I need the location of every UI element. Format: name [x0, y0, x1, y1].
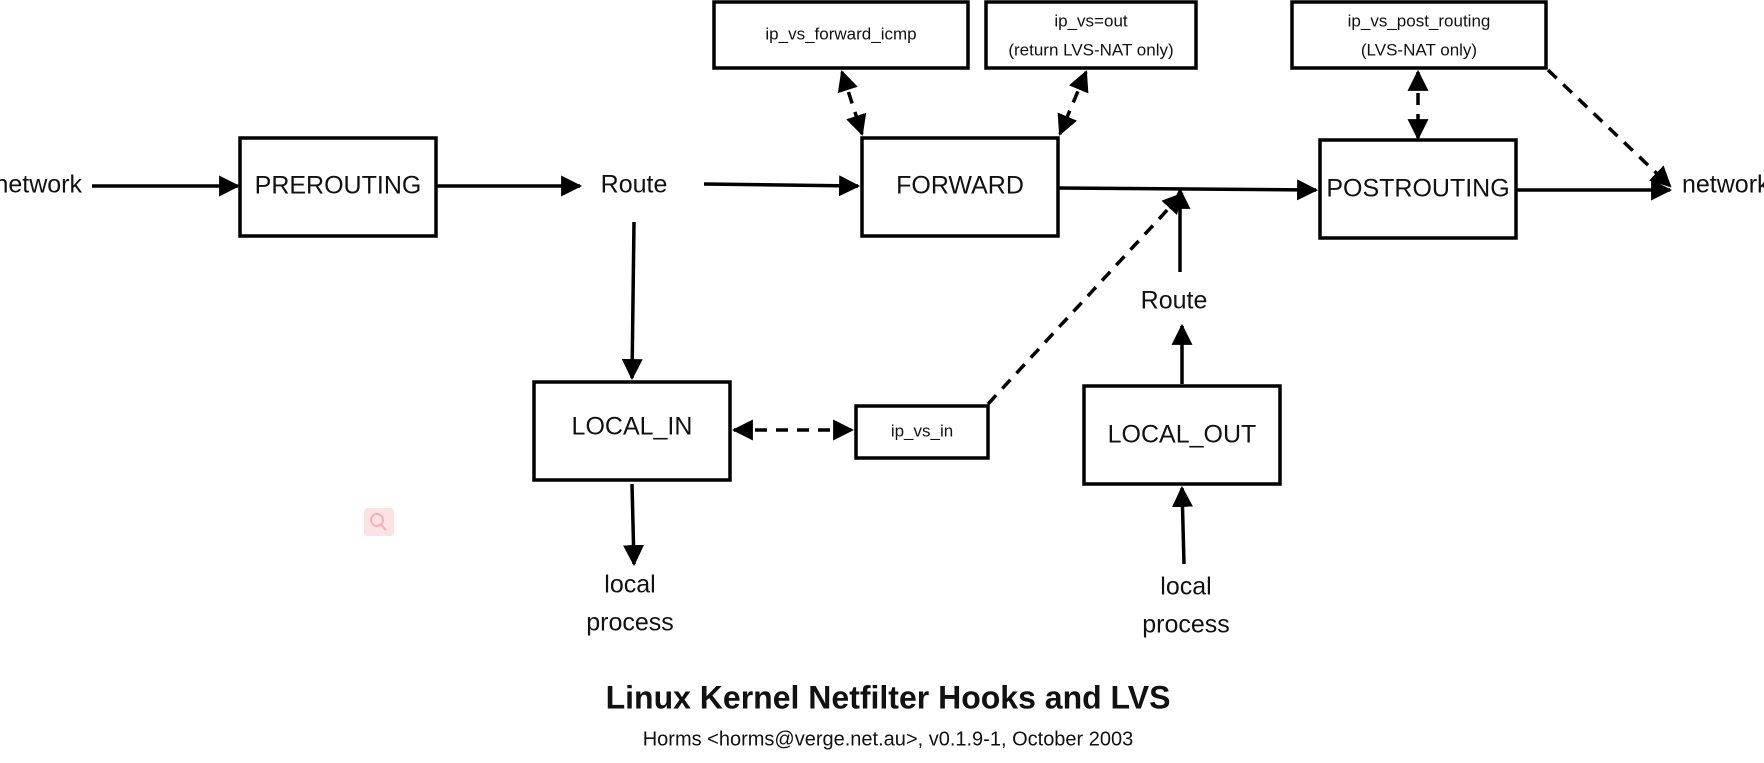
ip-vs-out-box: ip_vs=out (return LVS-NAT only) — [984, 0, 1198, 70]
ip-vs-out-label-line1: ip_vs=out — [1054, 11, 1128, 30]
local-process-out-line2: process — [1142, 611, 1230, 639]
ip-vs-in-box: ip_vs_in — [854, 404, 990, 460]
ip-vs-post-routing-box: ip_vs_post_routing (LVS-NAT only) — [1290, 0, 1548, 70]
edge-forward-icmp-hook — [837, 70, 867, 136]
zoom-button[interactable] — [364, 508, 394, 536]
postrouting-box: POSTROUTING — [1318, 138, 1518, 240]
edge-ip-vs-out-hook — [1057, 70, 1089, 136]
postrouting-label: POSTROUTING — [1326, 175, 1509, 203]
ip-vs-in-label: ip_vs_in — [891, 421, 953, 440]
forward-box: FORWARD — [860, 136, 1060, 238]
network-in-label: network — [0, 171, 82, 199]
edge-forward-to-postrouting — [1057, 179, 1319, 201]
local-in-label: LOCAL_IN — [572, 413, 693, 441]
ip-vs-out-label-line2: (return LVS-NAT only) — [1008, 40, 1173, 59]
edge-route-to-forward — [703, 175, 861, 197]
local-process-in-line1: local — [604, 571, 655, 599]
local-process-in-line2: process — [586, 609, 674, 637]
route-bottom-label: Route — [1141, 287, 1208, 315]
ip-vs-forward-icmp-box: ip_vs_forward_icmp — [712, 0, 970, 70]
ip-vs-post-routing-label-line1: ip_vs_post_routing — [1348, 11, 1491, 30]
edge-local-process-to-local-out — [1172, 485, 1193, 565]
prerouting-label: PREROUTING — [255, 172, 422, 200]
local-out-box: LOCAL_OUT — [1082, 384, 1282, 486]
forward-label: FORWARD — [896, 172, 1024, 200]
local-out-label: LOCAL_OUT — [1108, 421, 1257, 449]
edge-ip-vs-in-to-forward-line — [986, 192, 1184, 406]
ip-vs-post-routing-label-line2: (LVS-NAT only) — [1361, 40, 1477, 59]
edge-route-to-local-in — [621, 221, 643, 381]
diagram-subtitle: Horms <horms@verge.net.au>, v0.1.9-1, Oc… — [643, 728, 1134, 750]
route-top-label: Route — [601, 171, 668, 199]
ip-vs-forward-icmp-label: ip_vs_forward_icmp — [765, 24, 916, 43]
edge-local-in-to-local-process — [623, 483, 645, 567]
edge-post-routing-to-network — [1546, 68, 1672, 188]
magnifier-icon — [370, 513, 387, 531]
diagram-title: Linux Kernel Netfilter Hooks and LVS — [606, 679, 1171, 715]
local-in-box: LOCAL_IN — [532, 380, 732, 482]
local-process-out-line1: local — [1160, 573, 1211, 601]
network-out-label: network — [1682, 171, 1764, 199]
prerouting-box: PREROUTING — [238, 136, 438, 238]
